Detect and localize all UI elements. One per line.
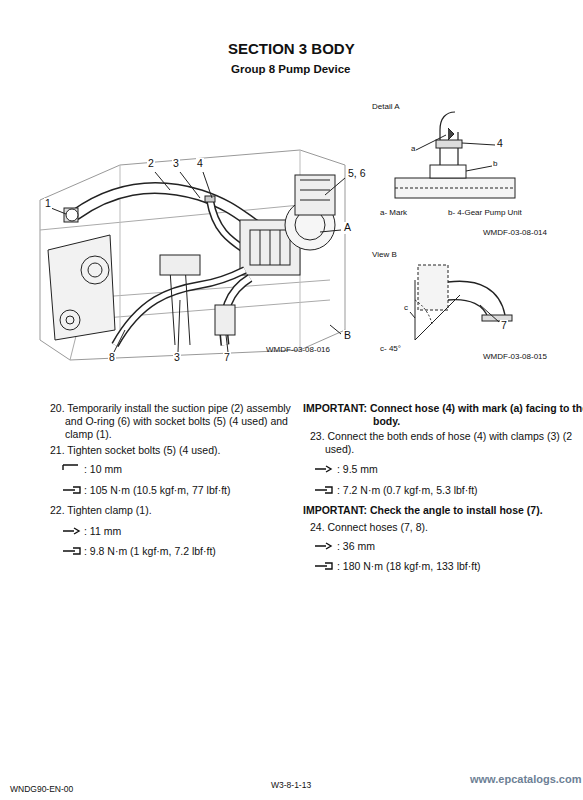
step-text: 21. Tighten socket bolts (5) (4 used).	[50, 444, 305, 457]
important-note: IMPORTANT: Connect hose (4) with mark (a…	[303, 402, 583, 428]
important-note: IMPORTANT: Check the angle to install ho…	[303, 504, 583, 517]
callout-letter: a	[410, 145, 416, 154]
step-text: 20. Temporarily install the suction pipe…	[50, 402, 305, 441]
callout-number: 4	[496, 138, 504, 150]
step-text: 23. Connect the both ends of hose (4) wi…	[310, 430, 583, 456]
callout-number: 1	[44, 198, 52, 210]
step-text: 24. Connect hoses (7, 8).	[310, 521, 583, 534]
watermark: www.epcatalogs.com	[470, 773, 581, 787]
callout-number: B	[343, 330, 352, 342]
callout-number: 5, 6	[347, 168, 367, 180]
callout-number: 3	[173, 352, 181, 364]
view-title: View B	[372, 250, 397, 260]
callout-number: 7	[500, 320, 508, 332]
callout-number: 7	[223, 352, 231, 364]
torque-value: : 180 N·m (18 kgf·m, 133 lbf·ft)	[337, 560, 481, 573]
legend-note: b- 4-Gear Pump Unit	[448, 208, 522, 218]
figure-code: WMDF-03-08-014	[483, 228, 547, 238]
page-number: W3-8-1-13	[271, 780, 311, 791]
tool-size: : 10 mm	[84, 463, 122, 476]
page-subtitle: Group 8 Pump Device	[231, 62, 351, 76]
callout-number: 4	[196, 158, 204, 170]
tool-size: : 9.5 mm	[337, 463, 378, 476]
tool-size: : 36 mm	[337, 540, 375, 553]
page-title: SECTION 3 BODY	[228, 40, 355, 59]
torque-value: : 105 N·m (10.5 kgf·m, 77 lbf·ft)	[84, 484, 230, 497]
callout-number: 2	[147, 158, 155, 170]
callout-number: A	[343, 222, 352, 234]
callout-number: 3	[172, 158, 180, 170]
torque-value: : 9.8 N·m (1 kgf·m, 7.2 lbf·ft)	[84, 545, 216, 558]
callout-letter: c	[403, 304, 409, 313]
figure-code: WMDF-03-08-015	[483, 352, 547, 362]
callout-number: 8	[108, 352, 116, 364]
step-text: 22. Tighten clamp (1).	[50, 504, 305, 517]
figure-code: WMDF-03-08-016	[266, 345, 330, 355]
torque-value: : 7.2 N·m (0.7 kgf·m, 5.3 lbf·ft)	[337, 484, 478, 497]
legend-note: a- Mark	[380, 208, 407, 218]
document-code: WNDG90-EN-00	[10, 784, 73, 795]
callout-letter: b	[492, 160, 498, 169]
view-title: Detail A	[372, 102, 400, 112]
legend-note: c- 45°	[380, 344, 401, 354]
tool-size: : 11 mm	[84, 525, 121, 538]
